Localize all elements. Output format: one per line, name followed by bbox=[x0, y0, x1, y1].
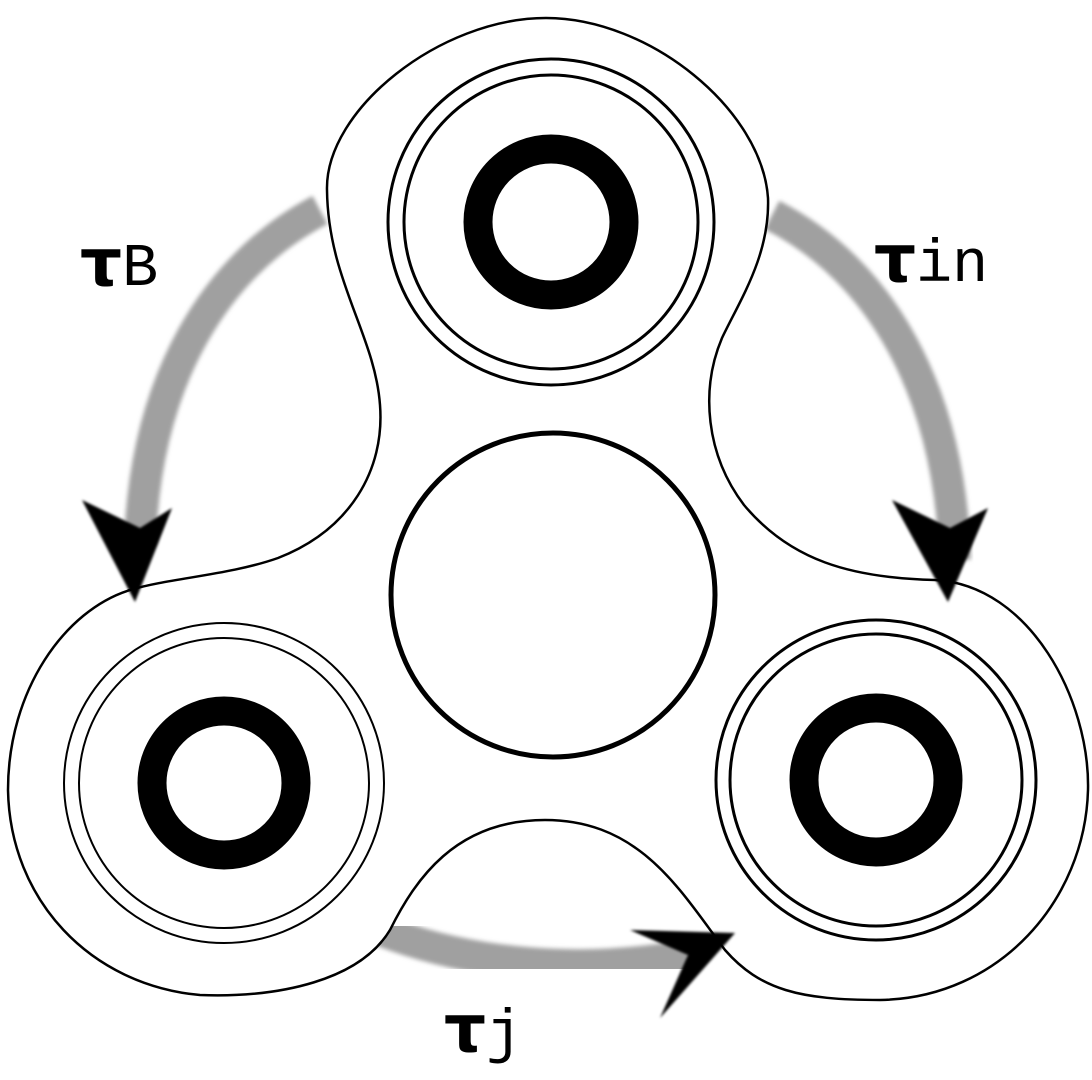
label-tau-in: τin bbox=[874, 226, 988, 297]
right-bearing-cap bbox=[789, 693, 963, 867]
label-tau-b: τB bbox=[80, 230, 158, 301]
label-tau-j: τj bbox=[444, 996, 522, 1067]
arrow-band-left bbox=[124, 195, 328, 546]
arrow-band-right bbox=[764, 200, 971, 561]
top-bearing-cap bbox=[463, 134, 639, 310]
rotation-arrow-bands bbox=[124, 195, 971, 982]
top-bearing-inner-ring bbox=[402, 73, 700, 371]
label-tau-in-symbol: τ bbox=[874, 220, 917, 297]
label-tau-j-subscript: j bbox=[486, 1002, 523, 1070]
rotation-arrow-heads bbox=[82, 500, 988, 1018]
right-bearing-inner-ring bbox=[728, 632, 1024, 928]
center-hub bbox=[388, 430, 718, 760]
left-bearing bbox=[63, 622, 385, 944]
label-tau-b-subscript: B bbox=[122, 236, 159, 304]
label-tau-b-symbol: τ bbox=[80, 224, 123, 301]
left-bearing-cap bbox=[137, 696, 311, 870]
top-bearing-outer-ring bbox=[386, 57, 716, 387]
left-bearing-outer-ring bbox=[63, 622, 385, 944]
arrow-head-left bbox=[82, 500, 172, 602]
label-tau-in-subscript: in bbox=[916, 232, 989, 300]
left-bearing-inner-ring bbox=[78, 637, 370, 929]
right-bearing-outer-ring bbox=[714, 618, 1038, 942]
right-bearing bbox=[714, 618, 1038, 942]
arrow-band-bottom bbox=[374, 915, 693, 982]
top-bearing bbox=[386, 57, 716, 387]
label-tau-j-symbol: τ bbox=[444, 990, 487, 1067]
arrow-head-right bbox=[892, 500, 988, 602]
arrow-head-bottom bbox=[630, 930, 735, 1018]
